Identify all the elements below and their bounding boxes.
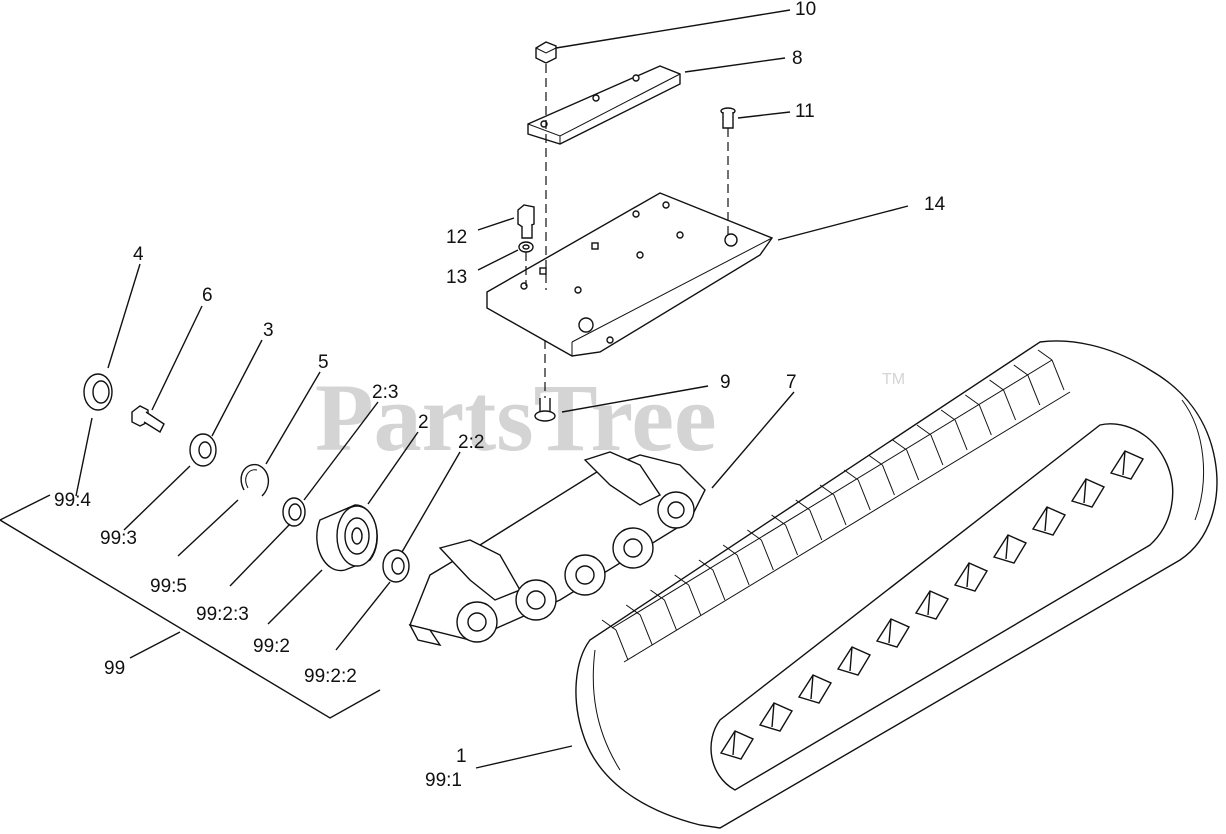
track-guide-lug — [992, 534, 1028, 564]
track-guide-lug — [836, 646, 872, 676]
outer-bearing[interactable] — [382, 549, 410, 583]
carriage-bolt[interactable] — [534, 398, 556, 422]
track-tread — [940, 409, 968, 451]
hex-bolt[interactable] — [517, 204, 535, 239]
mount-plate[interactable] — [486, 192, 774, 357]
callout-14: 14 — [924, 194, 946, 215]
callout-99-3: 99:3 — [100, 528, 137, 549]
leader-lines — [75, 9, 909, 769]
callout-99-2-3: 99:2:3 — [196, 604, 249, 625]
inner-bearing[interactable] — [282, 497, 306, 527]
track-tread — [747, 529, 774, 571]
callout-9: 9 — [720, 372, 731, 393]
track-tread — [625, 604, 653, 646]
track-tread — [771, 514, 799, 556]
track-tread — [674, 574, 702, 616]
callout-99-5: 99:5 — [150, 576, 187, 597]
callout-99: 99 — [104, 658, 125, 679]
callout-12: 12 — [446, 227, 467, 248]
track-tread — [722, 544, 750, 586]
track-guide-lug — [953, 562, 989, 592]
callout-10: 10 — [795, 0, 816, 20]
axle-bolt[interactable] — [131, 405, 165, 434]
callout-7: 7 — [786, 372, 797, 393]
track-tread — [868, 454, 895, 496]
callout-99-1: 99:1 — [425, 770, 462, 791]
callout-6: 6 — [202, 285, 213, 306]
track-tread — [698, 559, 726, 601]
callout-8: 8 — [792, 48, 803, 69]
callout-2-3: 2:3 — [372, 382, 398, 403]
callout-2-2: 2:2 — [458, 432, 484, 453]
track-guide-lug — [1031, 506, 1067, 536]
track-guide-lug — [797, 674, 833, 704]
callout-11: 11 — [795, 101, 815, 122]
track-guide-lug — [758, 702, 794, 732]
clamp-bar[interactable] — [527, 65, 681, 145]
callout-13: 13 — [446, 267, 467, 288]
watermark-trademark: TM — [882, 371, 905, 388]
callout-2: 2 — [418, 412, 429, 433]
callout-99-4: 99:4 — [54, 490, 91, 511]
track-tread — [989, 379, 1017, 421]
track-tread — [965, 394, 992, 436]
track-tread — [819, 484, 847, 526]
assembly-bracket — [0, 494, 381, 719]
track-tread — [1013, 364, 1041, 406]
flat-screw[interactable] — [720, 107, 736, 129]
track-tread — [843, 469, 871, 511]
roller-frame[interactable] — [408, 451, 706, 647]
callout-99-2: 99:2 — [253, 636, 290, 657]
roller-wheel[interactable] — [316, 504, 378, 572]
dust-cap[interactable] — [83, 373, 113, 411]
track-tread — [892, 439, 920, 481]
hex-nut[interactable] — [535, 41, 557, 64]
track-guide-lug — [1109, 450, 1145, 480]
track-guide-lug — [719, 730, 755, 760]
callout-4: 4 — [133, 244, 144, 265]
callout-99-2-2: 99:2:2 — [304, 666, 357, 687]
track-guide-lug — [1070, 478, 1106, 508]
callout-labels: 10 8 11 14 12 13 4 6 3 5 2:3 2 2:2 9 7 9… — [54, 0, 946, 791]
track-guide-lug — [875, 618, 911, 648]
track-tread — [601, 619, 629, 661]
callout-3: 3 — [263, 320, 274, 341]
lock-washer[interactable] — [518, 241, 534, 253]
track-tread — [650, 589, 677, 631]
track-tread — [795, 499, 823, 541]
callout-5: 5 — [318, 352, 329, 373]
flat-washer[interactable] — [189, 433, 217, 467]
track-tread — [916, 424, 944, 466]
retaining-ring[interactable] — [240, 463, 269, 497]
watermark-text: PartsTree — [315, 364, 717, 471]
track-tread — [1037, 349, 1065, 391]
track-guide-lug — [914, 590, 950, 620]
callout-1: 1 — [456, 746, 467, 767]
rubber-track[interactable] — [575, 340, 1218, 829]
